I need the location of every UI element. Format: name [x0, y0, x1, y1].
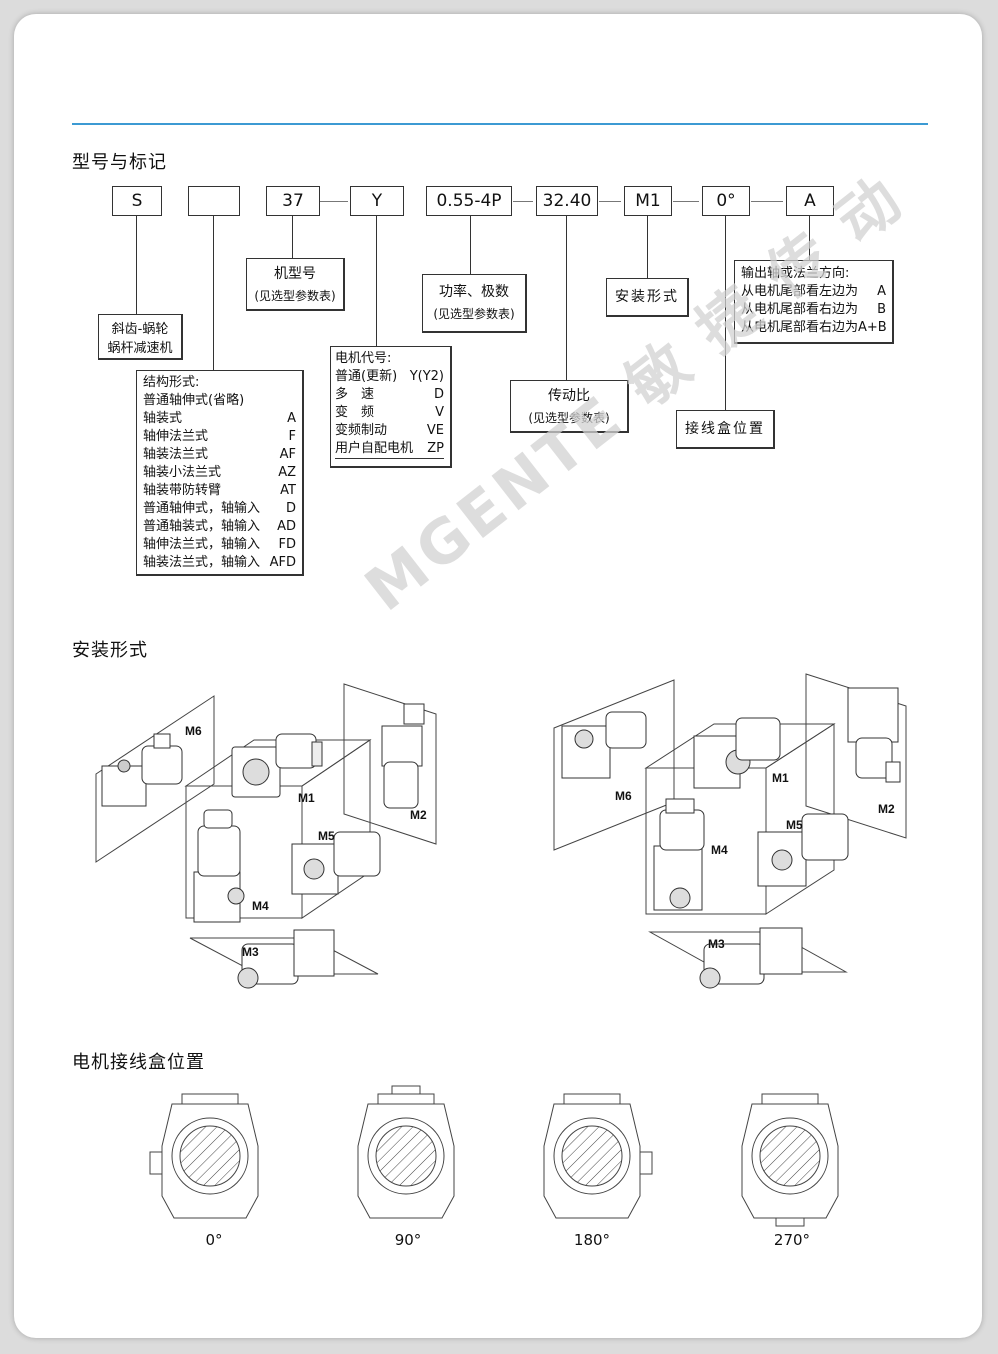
gear-motor-m6-left	[101, 733, 183, 807]
dash	[751, 201, 783, 202]
motor-front-view-90	[357, 1085, 455, 1219]
angle-label-0: 0°	[205, 1231, 223, 1249]
leader-line	[470, 216, 471, 274]
gear-motor-m4-right	[653, 798, 705, 911]
gear-motor-m6-right	[561, 711, 647, 779]
mount-label-m2-right: M2	[878, 802, 895, 816]
catalog-page: 型号与标记 S 37 Y 0.55-4P 32.40 M1 0° A 斜齿-蜗轮…	[14, 14, 982, 1338]
gear-motor-m4-left	[193, 809, 245, 923]
code-structure	[188, 186, 240, 216]
code-output: A	[786, 186, 834, 216]
section-title-model: 型号与标记	[72, 152, 167, 173]
leader-line	[809, 216, 810, 260]
code-frame: 37	[266, 186, 320, 216]
gear-motor-m5-left	[291, 831, 381, 895]
mount-label-m3-right: M3	[708, 937, 725, 951]
dash	[673, 201, 699, 202]
note-frame: 机型号 (见选型参数表)	[246, 258, 345, 311]
code-terminal: 0°	[702, 186, 750, 216]
gear-motor-m2-left	[381, 703, 425, 809]
code-motor: Y	[350, 186, 404, 216]
note-series: 斜齿-蜗轮 蜗杆减速机	[98, 314, 183, 360]
dash	[599, 201, 621, 202]
mount-label-m3-left: M3	[242, 945, 259, 959]
mounting-diagrams	[95, 673, 907, 989]
motor-front-view-0	[149, 1093, 259, 1219]
leader-line	[566, 216, 567, 380]
note-power: 功率、极数 (见选型参数表)	[422, 274, 527, 333]
angle-label-270: 270°	[773, 1231, 811, 1249]
note-ratio: 传动比 (见选型参数表)	[510, 380, 629, 433]
gear-motor-m3-right	[699, 927, 803, 989]
mount-label-m4-right: M4	[711, 843, 728, 857]
motor-front-view-270	[741, 1093, 839, 1227]
note-terminal-box: 接线盒位置	[676, 410, 775, 449]
leader-line	[647, 216, 648, 278]
gear-motor-m5-right	[757, 813, 849, 887]
terminal-box-diagrams	[149, 1085, 839, 1227]
gear-motor-m2-right	[847, 687, 901, 783]
angle-label-180: 180°	[573, 1231, 611, 1249]
gear-motor-m1-right	[693, 717, 781, 789]
dash	[320, 201, 348, 202]
mount-label-m4-left: M4	[252, 899, 269, 913]
code-power: 0.55-4P	[426, 186, 512, 216]
mount-label-m6-left: M6	[185, 724, 202, 738]
note-mount: 安装形式	[606, 278, 689, 317]
code-series: S	[112, 186, 162, 216]
header-rule	[72, 123, 928, 125]
mount-label-m1-left: M1	[298, 791, 315, 805]
leader-line	[213, 216, 214, 370]
motor-front-view-180	[543, 1093, 653, 1219]
mount-label-m5-left: M5	[318, 829, 335, 843]
leader-line	[136, 216, 137, 316]
angle-label-90: 90°	[394, 1231, 422, 1249]
mount-label-m1-right: M1	[772, 771, 789, 785]
mount-label-m5-right: M5	[786, 818, 803, 832]
leader-line	[292, 216, 293, 258]
mount-label-m2-left: M2	[410, 808, 427, 822]
dash	[513, 201, 533, 202]
leader-line	[725, 216, 726, 410]
mount-label-m6-right: M6	[615, 789, 632, 803]
code-mount: M1	[624, 186, 672, 216]
section-title-mounting: 安装形式	[72, 640, 148, 661]
code-ratio: 32.40	[536, 186, 598, 216]
leader-line	[376, 216, 377, 346]
gear-motor-m1-left	[231, 733, 323, 798]
gear-motor-m3-left	[237, 929, 335, 989]
section-title-terminal: 电机接线盒位置	[72, 1052, 205, 1073]
